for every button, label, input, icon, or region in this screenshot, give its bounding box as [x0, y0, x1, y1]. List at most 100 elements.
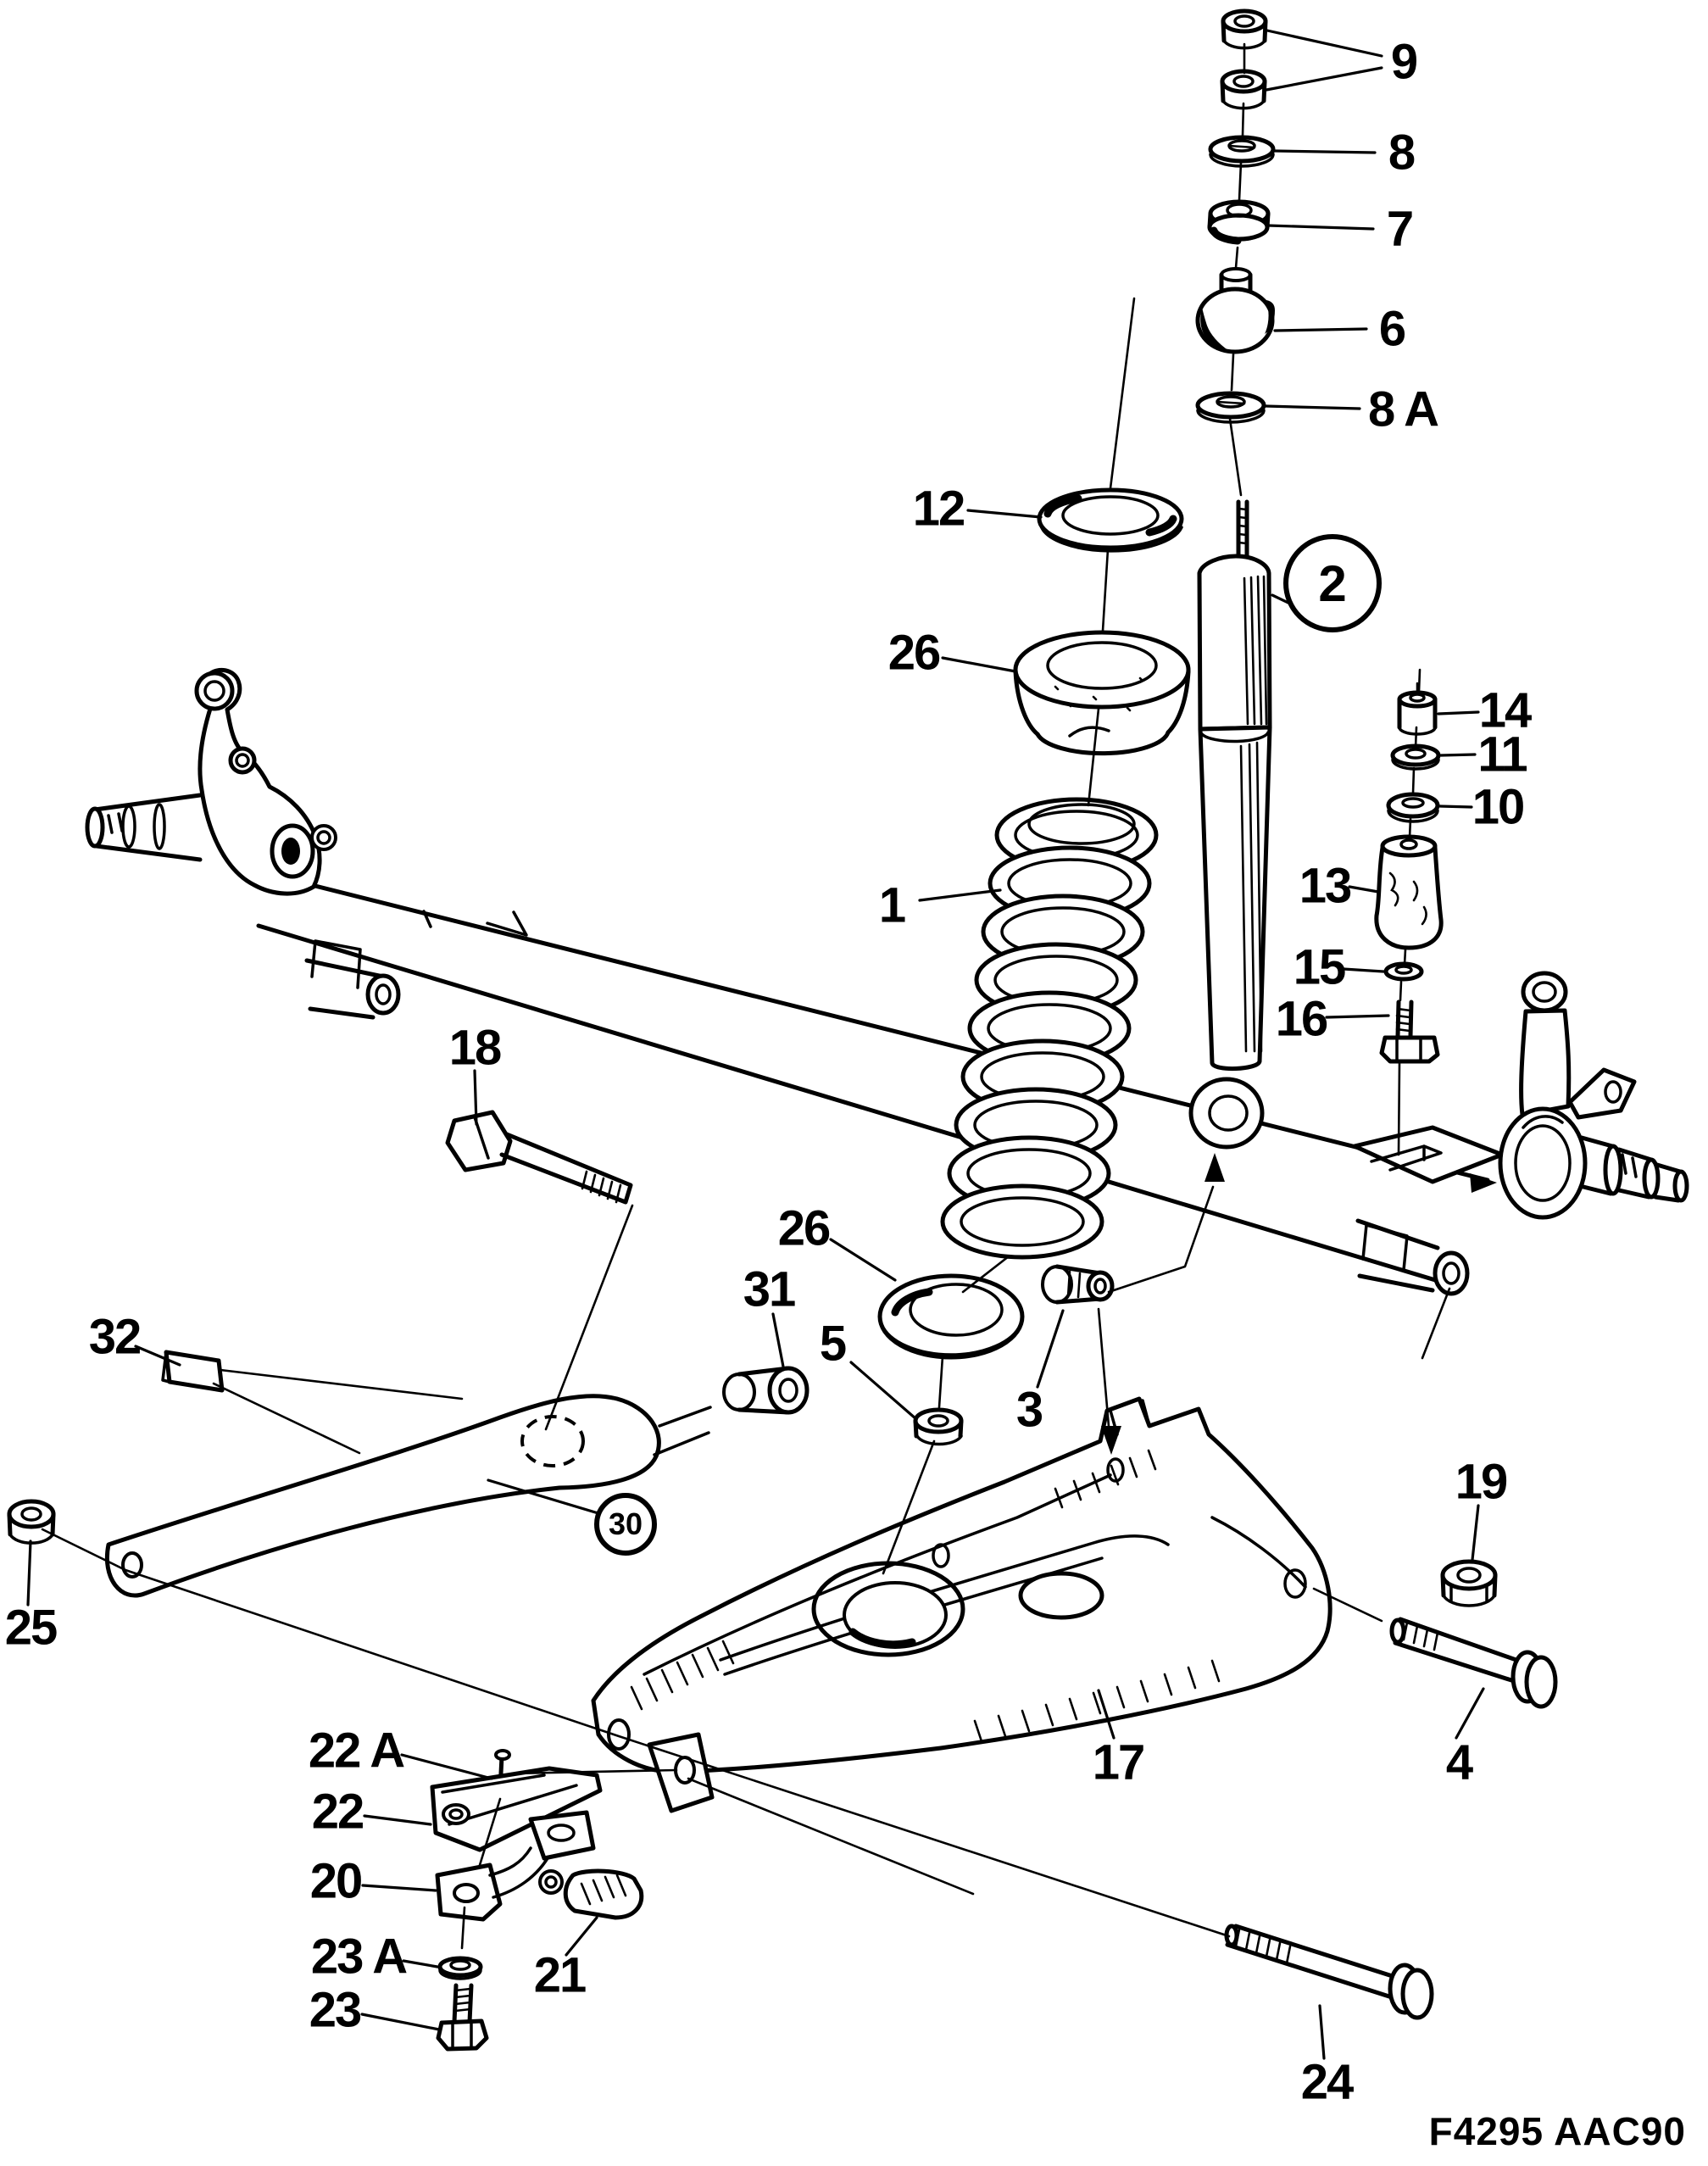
callout-2: 2: [1283, 534, 1382, 632]
leader-line-32: [134, 1345, 181, 1367]
nut-19: [1440, 1559, 1498, 1607]
callout-3: 3: [1015, 1382, 1043, 1438]
leader-line-23: [360, 2013, 441, 2031]
assembly-line: [937, 1355, 944, 1409]
callout-15: 15: [1293, 939, 1346, 995]
callout-5: 5: [819, 1316, 847, 1372]
callout-4: 4: [1445, 1734, 1473, 1790]
callout-32: 32: [88, 1309, 142, 1365]
left-steering-knuckle: [85, 667, 401, 1020]
bolt-24: [1224, 1924, 1434, 2020]
leader-line-1: [918, 888, 1002, 902]
callout-8: 8: [1388, 125, 1416, 181]
washer-11: [1390, 743, 1441, 771]
callout-31: 31: [743, 1261, 796, 1317]
leader-line-22A: [400, 1753, 493, 1780]
assembly-line: [41, 1528, 1231, 1938]
callout-21: 21: [533, 1947, 587, 2003]
leader-line-17: [1097, 1689, 1115, 1740]
assembly-line: [1230, 353, 1235, 392]
direction-arrow: [1470, 1173, 1497, 1193]
bolt-4: [1389, 1617, 1558, 1709]
callout-23: 23: [309, 1982, 362, 2038]
bolt-16: [1379, 999, 1440, 1064]
assembly-line: [212, 1382, 361, 1455]
leader-line-31: [771, 1312, 785, 1368]
leader-line-21: [565, 1916, 598, 1957]
callout-20: 20: [309, 1853, 363, 1909]
washer-8A: [1195, 391, 1266, 424]
leader-line-13: [1348, 885, 1380, 894]
callout-13: 13: [1299, 858, 1352, 914]
callout-22: 22: [311, 1784, 364, 1840]
bump-stop-13: [1374, 834, 1444, 950]
callout-9: 9: [1390, 34, 1418, 90]
direction-arrow: [1101, 1426, 1121, 1455]
lock-nut-lower: [1220, 69, 1267, 110]
bump-stop-column: [1374, 682, 1444, 1064]
callout-23A: 23 A: [310, 1929, 408, 1985]
bushing-14: [1397, 682, 1438, 736]
rail-bracket-22: [430, 1766, 603, 1852]
assembly-line: [544, 1204, 634, 1431]
leader-line-7: [1266, 224, 1375, 231]
leader-line-3: [1036, 1309, 1065, 1389]
upper-control-arm: [105, 1394, 712, 1598]
assembly-line: [478, 1797, 502, 1867]
leader-line-14: [1437, 710, 1480, 716]
callout-30: 30: [594, 1493, 657, 1556]
washer-10: [1386, 792, 1440, 823]
assembly-line: [1107, 1185, 1215, 1294]
shock-eye-bushing: [1041, 1264, 1115, 1305]
assembly-line: [1087, 707, 1100, 807]
assembly-line: [687, 1777, 975, 1896]
callout-7: 7: [1386, 201, 1414, 257]
rubber-buffer-21: [563, 1868, 644, 1920]
callout-16: 16: [1275, 991, 1328, 1047]
trailing-arm: [591, 1396, 1332, 1813]
assembly-line: [882, 1439, 936, 1575]
assembly-line: [1399, 980, 1403, 1002]
upper-spring-seat-washer: [1037, 487, 1184, 553]
assembly-line: [1228, 417, 1243, 497]
lock-nut-upper: [1221, 8, 1268, 50]
right-steering-knuckle: [1352, 971, 1689, 1296]
mount-plate-20: [435, 1810, 596, 1922]
shim-plate-32: [161, 1350, 225, 1393]
leader-line-25: [26, 1540, 32, 1606]
leader-line-16: [1325, 1014, 1390, 1019]
leader-line-6: [1273, 327, 1368, 332]
callout-14: 14: [1478, 682, 1532, 738]
leader-line-19: [1471, 1504, 1480, 1562]
leader-line-8A: [1264, 404, 1361, 410]
washer-15: [1383, 961, 1424, 982]
callout-19: 19: [1455, 1454, 1508, 1510]
assembly-line: [510, 1768, 678, 1775]
bolt-18: [445, 1110, 633, 1205]
leader-line-18: [473, 1069, 478, 1126]
leader-line-4: [1455, 1687, 1485, 1740]
mount-bushing-6: [1195, 267, 1275, 354]
leader-line-26a: [941, 656, 1017, 673]
leader-line-8: [1273, 149, 1377, 154]
leader-line-5: [849, 1361, 918, 1421]
assembly-line: [1411, 766, 1416, 795]
callout-12: 12: [912, 481, 965, 537]
callout-8A: 8 A: [1367, 381, 1439, 437]
shock-absorber: [1188, 499, 1272, 1150]
upper-arm-bushing: [722, 1366, 809, 1415]
leader-line-24: [1318, 2004, 1326, 2060]
lower-rubber-spring-seat: [877, 1273, 1025, 1360]
assembly-line: [1238, 161, 1243, 202]
leader-line-30: [487, 1478, 603, 1516]
spring-seat-nut: [913, 1407, 964, 1446]
callout-25: 25: [4, 1600, 58, 1656]
washer-23A: [437, 1956, 483, 1980]
assembly-line: [1234, 246, 1239, 270]
callout-26a: 26: [887, 625, 941, 681]
assembly-line: [1417, 668, 1421, 693]
leader-line-10: [1438, 805, 1473, 809]
bolt-23: [436, 1983, 489, 2052]
